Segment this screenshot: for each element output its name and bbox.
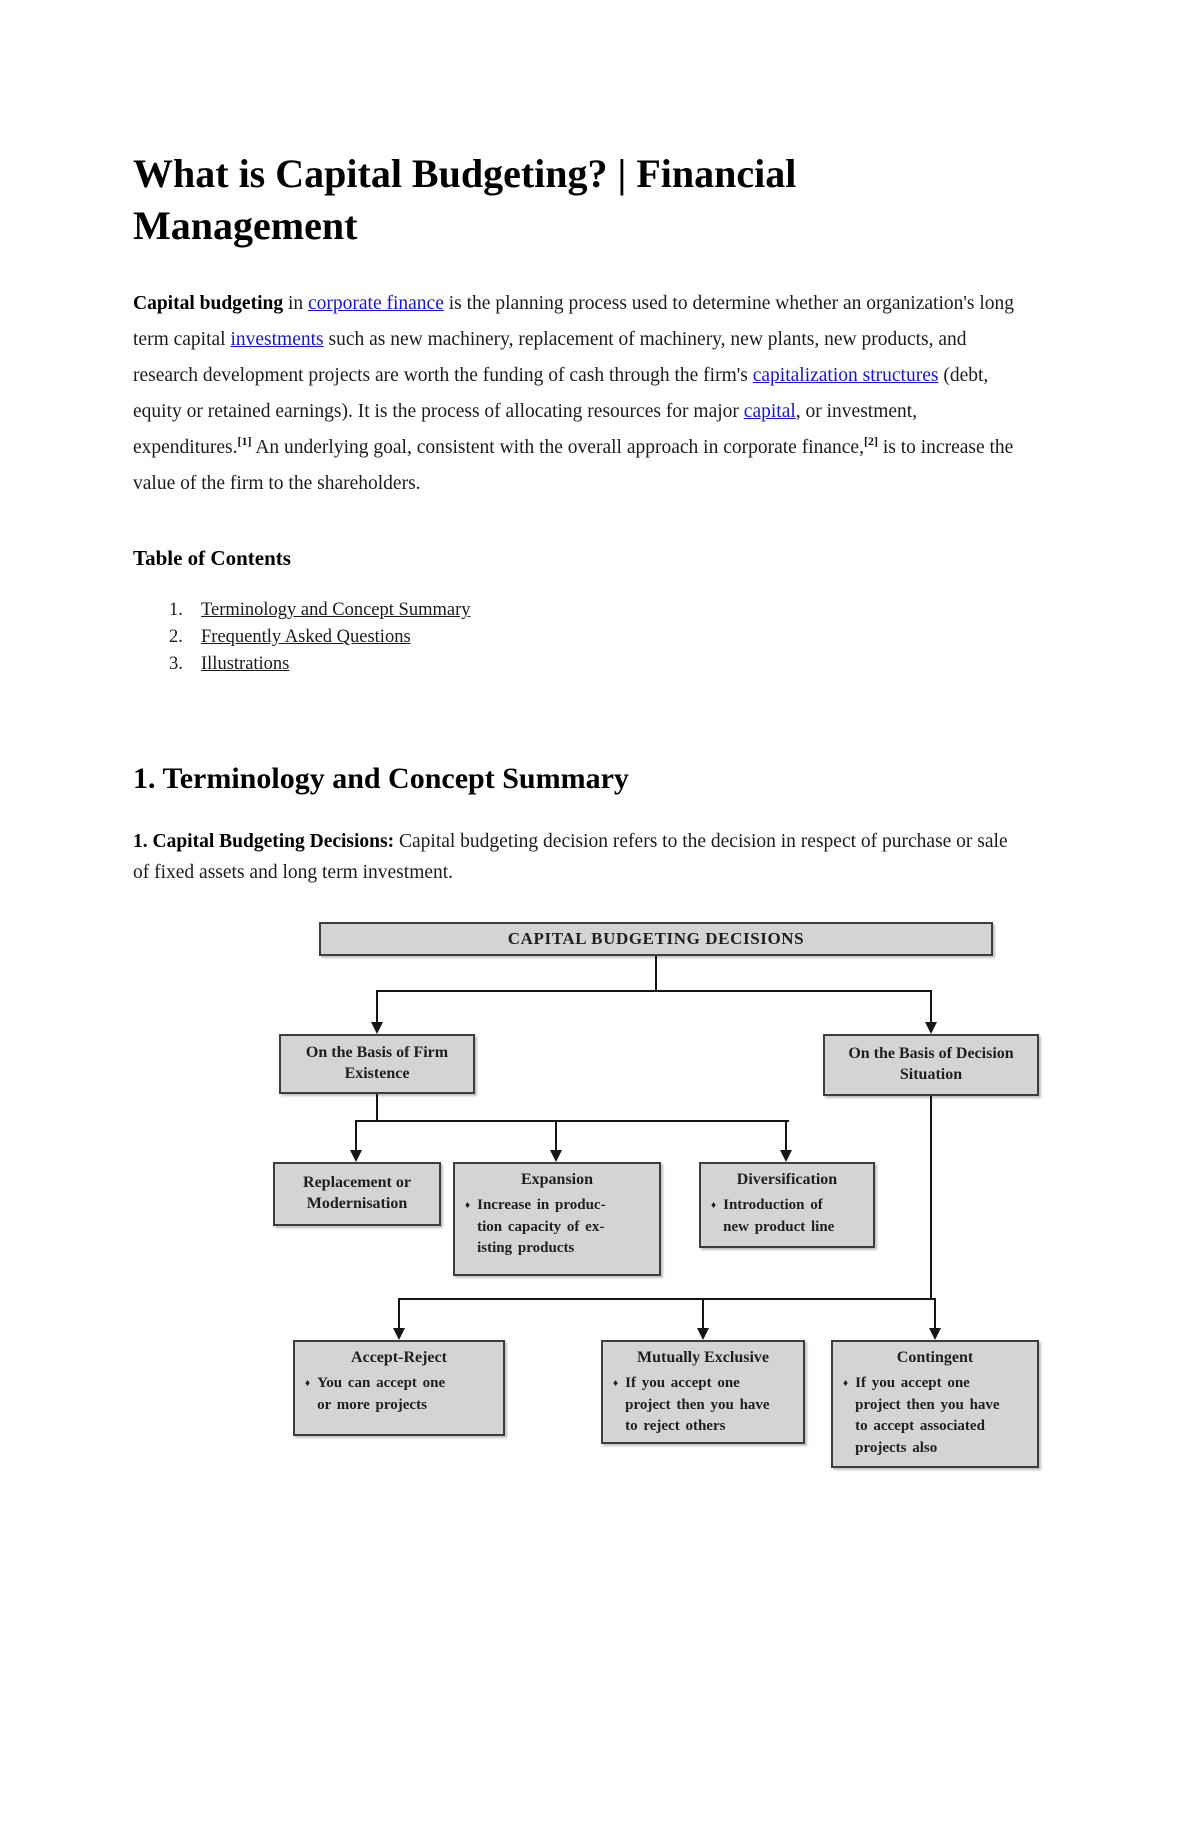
diagram-box-label: Expansion <box>520 1171 594 1188</box>
connector-line <box>355 1120 789 1122</box>
diagram-bullet-text: Introduction of new product line <box>723 1196 835 1235</box>
connector-line <box>376 990 932 992</box>
connector-line <box>398 1298 936 1300</box>
capital-link[interactable]: capital <box>743 401 796 422</box>
definition-lead-bold: 1. Capital Budgeting Decisions: <box>133 831 395 852</box>
diagram-root-label: CAPITAL BUDGETING DECISIONS <box>507 929 805 948</box>
connector-line <box>398 1298 400 1330</box>
diagram-bullet-text: If you accept one project then you have … <box>625 1374 770 1435</box>
definition-text: Capital budgeting decision refers to the… <box>133 831 1008 883</box>
diagram-box-decision-situation: On the Basis of Decision Situation <box>823 1034 1039 1096</box>
diagram-box-label: Contingent <box>896 1349 974 1366</box>
capitalization-structures-link[interactable]: capitalization structures <box>752 365 939 386</box>
toc-link-illustrations[interactable]: Illustrations <box>201 654 290 674</box>
diagram-bullet-item: ♦ Increase in produc- tion capacity of ex… <box>455 1191 659 1260</box>
connector-line <box>930 1096 932 1300</box>
diagram-bullet-text: If you accept one project then you have … <box>855 1374 1000 1457</box>
page-title: What is Capital Budgeting? | Financial M… <box>133 151 797 248</box>
diagram-box-firm-existence: On the Basis of Firm Existence <box>279 1034 475 1094</box>
connector-line <box>702 1298 704 1330</box>
diagram-box-contingent: Contingent ♦ If you accept one project th… <box>831 1340 1039 1468</box>
connector-line <box>376 990 378 1024</box>
intro-text: is the planning process used to determin… <box>133 293 1015 350</box>
diamond-bullet-icon: ♦ <box>613 1377 619 1389</box>
intro-lead-bold: Capital budgeting <box>133 293 284 314</box>
diamond-bullet-icon: ♦ <box>305 1377 311 1389</box>
diagram-box-expansion: Expansion ♦ Increase in produc- tion capa… <box>453 1162 661 1276</box>
diamond-bullet-icon: ♦ <box>711 1199 717 1211</box>
toc-item-faq: 2. Frequently Asked Questions <box>169 624 1200 651</box>
connector-line <box>934 1298 936 1330</box>
diagram-box-label: On the Basis of Decision Situation <box>848 1045 1014 1083</box>
arrow-down-icon <box>780 1150 792 1162</box>
diagram-box-label: On the Basis of Firm Existence <box>305 1044 449 1082</box>
toc-item-number: 1. <box>169 600 183 620</box>
connector-line <box>355 1120 357 1152</box>
arrow-down-icon <box>350 1150 362 1162</box>
toc-link-terminology[interactable]: Terminology and Concept Summary <box>201 600 471 620</box>
connector-line <box>376 1094 378 1122</box>
intro-text: in <box>283 293 308 314</box>
document-page: What is Capital Budgeting? | Financial M… <box>0 148 1200 1483</box>
diagram-root-box: CAPITAL BUDGETING DECISIONS <box>319 922 993 956</box>
diagram-bullet-text: You can accept one or more projects <box>317 1374 446 1413</box>
investments-link[interactable]: investments <box>230 329 324 350</box>
toc-item-illustrations: 3. Illustrations <box>169 651 1200 678</box>
toc-item-number: 3. <box>169 654 183 674</box>
intro-paragraph: Capital budgeting in corporate finance i… <box>133 286 1023 502</box>
toc-item-terminology: 1. Terminology and Concept Summary <box>169 597 1200 624</box>
diagram-box-mutually-exclusive: Mutually Exclusive ♦ If you accept one pr… <box>601 1340 805 1444</box>
toc-item-number: 2. <box>169 627 183 647</box>
intro-text: is to increase the value of the firm to … <box>133 437 1014 494</box>
capital-budgeting-decisions-diagram: CAPITAL BUDGETING DECISIONS On the Basis… <box>133 918 1200 1483</box>
arrow-down-icon <box>393 1328 405 1340</box>
arrow-down-icon <box>925 1022 937 1034</box>
diagram-bullet-text: Increase in produc- tion capacity of ex-… <box>477 1196 606 1257</box>
diagram-bullet-item: ♦ If you accept one project then you have… <box>603 1369 803 1438</box>
diagram-box-label: Diversification <box>736 1171 838 1188</box>
footnote-ref-1[interactable]: [1] <box>237 433 252 448</box>
arrow-down-icon <box>697 1328 709 1340</box>
diagram-bullet-item: ♦ Introduction of new product line <box>701 1191 873 1239</box>
diagram-bullet-item: ♦ You can accept one or more projects <box>295 1369 503 1417</box>
intro-text: , or investment, expenditures. <box>133 401 918 458</box>
intro-text: (debt, equity or retained earnings). It … <box>133 365 989 422</box>
connector-line <box>655 956 657 992</box>
diagram-box-diversification: Diversification ♦ Introduction of new pro… <box>699 1162 875 1248</box>
footnote-ref-2[interactable]: [2] <box>863 433 878 448</box>
connector-line <box>785 1120 787 1152</box>
connector-line <box>930 990 932 1024</box>
connector-line <box>555 1120 557 1152</box>
diamond-bullet-icon: ♦ <box>843 1377 849 1389</box>
diagram-box-replacement-modernisation: Replacement or Modernisation <box>273 1162 441 1226</box>
arrow-down-icon <box>550 1150 562 1162</box>
table-of-contents: 1. Terminology and Concept Summary 2. Freq… <box>133 597 1200 678</box>
arrow-down-icon <box>371 1022 383 1034</box>
diagram-bullet-item: ♦ If you accept one project then you have… <box>833 1369 1037 1460</box>
corporate-finance-link[interactable]: corporate finance <box>308 293 444 314</box>
diamond-bullet-icon: ♦ <box>465 1199 471 1211</box>
toc-heading: Table of Contents <box>133 546 291 570</box>
section-1-heading: 1. Terminology and Concept Summary <box>133 762 629 795</box>
diagram-box-accept-reject: Accept-Reject ♦ You can accept one or mor… <box>293 1340 505 1436</box>
diagram-box-label: Mutually Exclusive <box>636 1349 769 1366</box>
toc-link-faq[interactable]: Frequently Asked Questions <box>201 627 411 647</box>
diagram-box-label: Accept-Reject <box>351 1349 447 1366</box>
intro-text: such as new machinery, replacement of ma… <box>133 329 967 386</box>
arrow-down-icon <box>929 1328 941 1340</box>
diagram-box-label: Replacement or Modernisation <box>303 1174 411 1212</box>
intro-text: An underlying goal, consistent with the … <box>251 437 864 458</box>
capital-budgeting-decisions-paragraph: 1. Capital Budgeting Decisions: Capital … <box>133 826 1013 888</box>
